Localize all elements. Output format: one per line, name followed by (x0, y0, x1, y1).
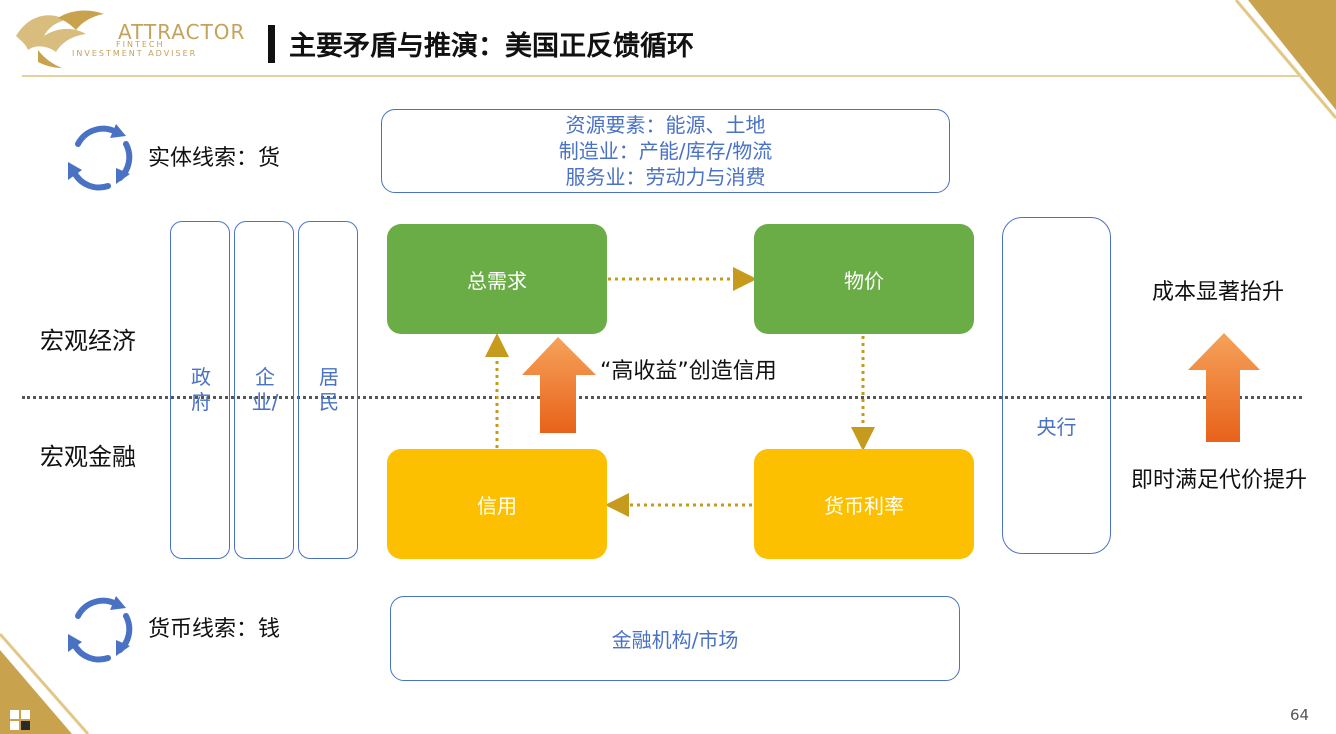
resource-line-services: 服务业：劳动力与消费 (565, 165, 766, 189)
macro-finance-label: 宏观金融 (40, 443, 136, 471)
bottom-left-corner-decoration (0, 633, 90, 734)
financial-institutions-box: 金融机构/市场 (390, 596, 960, 681)
header-divider (22, 75, 1302, 77)
instant-satisfaction-label: 即时满足代价提升 (1131, 468, 1308, 493)
node-credit: 信用 (387, 449, 607, 559)
central-bank-label: 央行 (1036, 415, 1077, 439)
resource-line-manufacturing: 制造业：产能/库存/物流 (558, 139, 773, 163)
sector-household: 居民 (298, 221, 358, 559)
high-return-note: “高收益”创造信用 (600, 359, 777, 384)
real-economy-clue: 实体线索：货 (148, 146, 281, 171)
high-return-up-arrow (522, 337, 596, 433)
logo-subtitle: FINTECH (116, 40, 165, 49)
sector-enterprise: 企业/ (234, 221, 294, 559)
title-accent-bar (268, 25, 275, 63)
resource-factors-box: 资源要素：能源、土地 制造业：产能/库存/物流 服务业：劳动力与消费 (381, 109, 950, 193)
cost-rise-label: 成本显著抬升 (1152, 280, 1285, 305)
logo-wordmark: ATTRACTOR (118, 20, 246, 44)
sector-enterprise-label: 企业/ (251, 365, 279, 414)
money-clue: 货币线索：钱 (148, 617, 281, 642)
cost-up-arrow (1188, 333, 1260, 442)
node-aggregate-demand: 总需求 (387, 224, 607, 334)
resource-line-energy: 资源要素：能源、土地 (565, 113, 766, 137)
central-bank-box: 央行 (1002, 217, 1111, 554)
page-title: 主要矛盾与推演：美国正反馈循环 (289, 31, 694, 62)
sector-government: 政府 (170, 221, 230, 559)
cycle-arrows-icon (68, 124, 133, 191)
eagle-logo-icon (16, 10, 104, 68)
financial-institutions-label: 金融机构/市场 (611, 628, 739, 652)
node-money-rate: 货币利率 (754, 449, 974, 559)
top-right-corner-decoration (1234, 0, 1336, 119)
economy-finance-divider (22, 396, 1302, 399)
page-number: 64 (1290, 706, 1310, 724)
sector-household-label: 居民 (319, 365, 339, 414)
node-prices: 物价 (754, 224, 974, 334)
logo-tagline: INVESTMENT ADVISER (72, 49, 198, 58)
sector-government-label: 政府 (191, 365, 211, 414)
cycle-arrows-icon (68, 596, 133, 663)
macro-economy-label: 宏观经济 (40, 327, 136, 355)
